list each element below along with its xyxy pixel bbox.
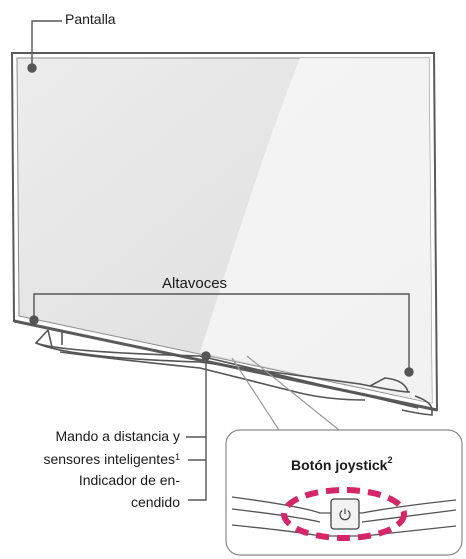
label-remote-line2: sensores inteligentes	[43, 451, 175, 467]
sensor-leader	[186, 351, 211, 501]
footnote-2: 2	[387, 455, 393, 465]
label-joystick-text: Botón joystick	[291, 457, 388, 473]
joystick-callout	[225, 429, 463, 556]
power-icon	[339, 508, 351, 521]
label-speakers: Altavoces	[162, 275, 228, 292]
label-joystick: Botón joystick2	[291, 455, 393, 473]
footnote-1: 1	[174, 452, 180, 462]
label-screen: Pantalla	[65, 11, 116, 27]
label-remote-line1: Mando a distancia y	[55, 428, 180, 444]
label-power-indicator-line2: cendido	[130, 494, 180, 510]
screen-leader	[27, 20, 62, 73]
speakers-bracket	[29, 293, 414, 377]
label-power-indicator-line1: Indicador de en-	[78, 472, 180, 488]
joystick-highlight-ring	[281, 487, 407, 541]
joystick-leader	[231, 355, 340, 431]
label-remote-sensors: Mando a distancia y	[55, 428, 180, 445]
tv-screen	[10, 52, 439, 412]
label-smart-sensors: sensores inteligentes1	[43, 451, 180, 468]
tv-stand	[34, 329, 433, 416]
